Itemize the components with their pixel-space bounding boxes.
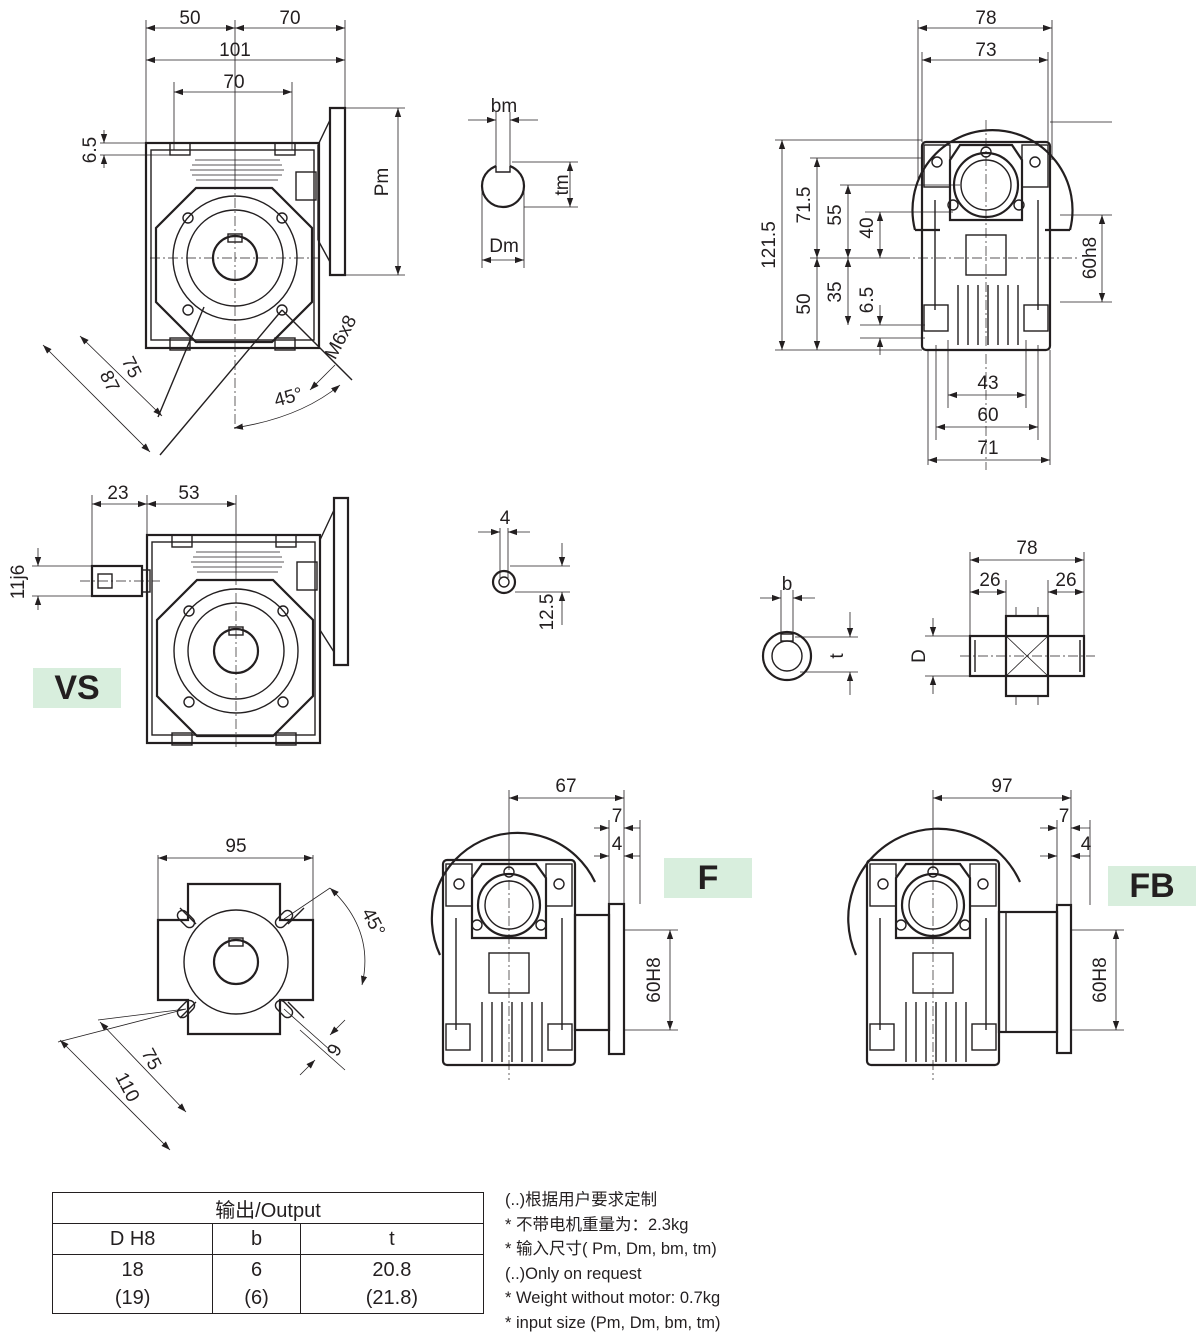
- dim-bm: bm: [491, 96, 517, 117]
- header-t: t: [299, 1223, 485, 1255]
- dim-26-left: 26: [979, 570, 1000, 591]
- output-table-caption: 输出/Output: [52, 1192, 484, 1224]
- cell-dh8-value: 18: [121, 1259, 144, 1281]
- note-line: (..)根据用户要求定制: [505, 1191, 658, 1209]
- header-dh8: D H8: [51, 1223, 214, 1255]
- dim-67: 67: [555, 776, 576, 797]
- note-line: * input size (Pm, Dm, bm, tm): [505, 1313, 721, 1332]
- dim-50-side: 50: [794, 293, 815, 314]
- note-line: * 输入尺寸( Pm, Dm, bm, tm): [505, 1240, 717, 1258]
- output-table: 输出/Output D H8 b t 18(19) 6(6) 20.8(21.8…: [51, 1192, 485, 1314]
- dim-m6x8: M6x8: [321, 312, 361, 363]
- dim-7-fb: 7: [1059, 806, 1070, 827]
- dim-53: 53: [178, 483, 199, 504]
- vs-view-dimensions: 23 53 11j6: [8, 483, 237, 610]
- dim-6-5-side: 6.5: [857, 287, 878, 313]
- cell-b-value: 6: [250, 1259, 263, 1281]
- dim-4-f: 4: [612, 834, 623, 855]
- dim-95: 95: [225, 836, 246, 857]
- note-line: (..)Only on request: [505, 1264, 642, 1283]
- dim-11j6: 11j6: [8, 565, 29, 600]
- side-view-labels: 78 73 121.5 71.5 55 40 50 35 6.5 60h8 43…: [759, 8, 1101, 459]
- hollow-shaft: 78 26 26 D: [909, 538, 1095, 705]
- cell-b: 6(6): [212, 1254, 301, 1314]
- dim-23: 23: [107, 483, 128, 504]
- dim-75: 75: [117, 353, 145, 381]
- dim-35: 35: [825, 281, 846, 302]
- cell-t-value: 20.8: [372, 1259, 412, 1281]
- dim-97: 97: [991, 776, 1012, 797]
- dim-6-5: 6.5: [80, 137, 101, 163]
- note-line: * 不带电机重量为：2.3kg: [505, 1215, 689, 1234]
- dim-40: 40: [857, 217, 878, 238]
- dim-43: 43: [977, 373, 998, 394]
- dim-d: D: [909, 649, 930, 663]
- dim-70-inner: 70: [223, 72, 244, 93]
- dim-121-5: 121.5: [759, 221, 780, 269]
- dim-9: 9: [323, 1041, 347, 1060]
- f-view-dimensions: 67 7 4 60H8: [508, 776, 678, 1031]
- dim-87: 87: [95, 367, 123, 395]
- side-view-dimensions: [775, 20, 1112, 465]
- dim-55: 55: [825, 204, 846, 225]
- dim-101: 101: [219, 40, 251, 61]
- small-shaft-key: 4 12.5: [478, 508, 570, 630]
- dim-b: b: [782, 574, 793, 595]
- cell-t-alt: (21.8): [365, 1287, 419, 1309]
- dim-4-small: 4: [500, 508, 511, 529]
- dim-50: 50: [179, 8, 200, 29]
- dim-70: 70: [279, 8, 300, 29]
- cell-t: 20.8 (21.8): [299, 1254, 485, 1314]
- header-b: b: [212, 1223, 301, 1255]
- dim-110: 110: [110, 1069, 143, 1106]
- dim-7-f: 7: [612, 806, 623, 827]
- bore-key: b t: [760, 574, 858, 695]
- note-line: * Weight without motor: 0.7kg: [505, 1289, 721, 1307]
- dim-78-hollow: 78: [1016, 538, 1037, 559]
- cell-b-alt: (6): [244, 1287, 269, 1309]
- dim-71-5: 71.5: [794, 187, 815, 224]
- side-view-gearbox: [900, 120, 1080, 470]
- dim-12-5: 12.5: [537, 594, 558, 631]
- badge-f: F: [664, 858, 752, 898]
- dim-73: 73: [975, 40, 996, 61]
- dim-tm: tm: [552, 174, 573, 195]
- dim-78: 78: [975, 8, 996, 29]
- dim-pm: Pm: [372, 168, 393, 197]
- dim-45deg: 45°: [272, 384, 305, 412]
- dim-60: 60: [977, 405, 998, 426]
- top-view-dimensions: [42, 20, 405, 453]
- dim-45deg-flange: 45°: [357, 905, 389, 940]
- dim-60h8-side: 60h8: [1080, 237, 1101, 279]
- cell-dh8: 18 (19): [51, 1254, 214, 1314]
- dim-60h8-f: 60H8: [644, 957, 665, 1002]
- dim-t: t: [827, 653, 848, 659]
- input-shaft-key: bm tm Dm: [468, 96, 578, 268]
- fb-view-dimensions: 97 7 4 60H8: [932, 776, 1124, 1031]
- dim-dm: Dm: [489, 236, 519, 257]
- badge-vs: VS: [33, 668, 121, 708]
- dim-4-fb: 4: [1081, 834, 1092, 855]
- fb-view-gearbox: [847, 827, 1073, 1080]
- vs-view-gearbox: [80, 496, 350, 750]
- f-view-gearbox: [430, 831, 626, 1080]
- top-view-gearbox: [144, 106, 353, 456]
- flange-view: 95 45° 75 110 9: [57, 836, 389, 1151]
- dim-75-flange: 75: [137, 1045, 165, 1074]
- notes: (..)根据用户要求定制 * 不带电机重量为：2.3kg * 输入尺寸( Pm,…: [505, 1188, 825, 1335]
- cell-dh8-alt: (19): [114, 1287, 151, 1309]
- badge-fb: FB: [1108, 866, 1196, 906]
- dim-60h8-fb: 60H8: [1090, 957, 1111, 1002]
- dim-71: 71: [977, 438, 998, 459]
- dim-26-right: 26: [1055, 570, 1076, 591]
